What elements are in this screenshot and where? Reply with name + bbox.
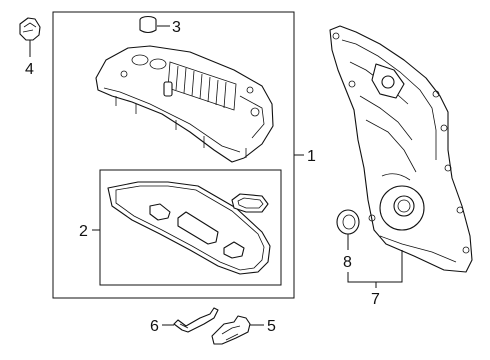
leader-7 [347,250,403,283]
callout-1: 1 [307,148,316,165]
callout-7: 7 [371,291,380,308]
spark-plug-tube-seal[interactable] [231,193,269,213]
wiring-bracket[interactable] [173,307,219,333]
callout-3: 3 [172,19,181,36]
callout-4: 4 [25,61,34,78]
callout-5: 5 [267,318,276,335]
grommet[interactable] [139,15,157,34]
valve-cover[interactable] [95,45,274,163]
callout-2: 2 [79,223,88,240]
crankshaft-seal[interactable] [336,209,360,235]
valve-cover-gasket[interactable] [107,181,271,275]
callout-6: 6 [150,318,159,335]
mounting-bracket[interactable] [211,315,251,345]
oil-filler-cap[interactable] [19,17,41,41]
timing-cover[interactable] [329,25,473,273]
callout-8: 8 [343,254,352,271]
gasket-frame [99,169,282,286]
